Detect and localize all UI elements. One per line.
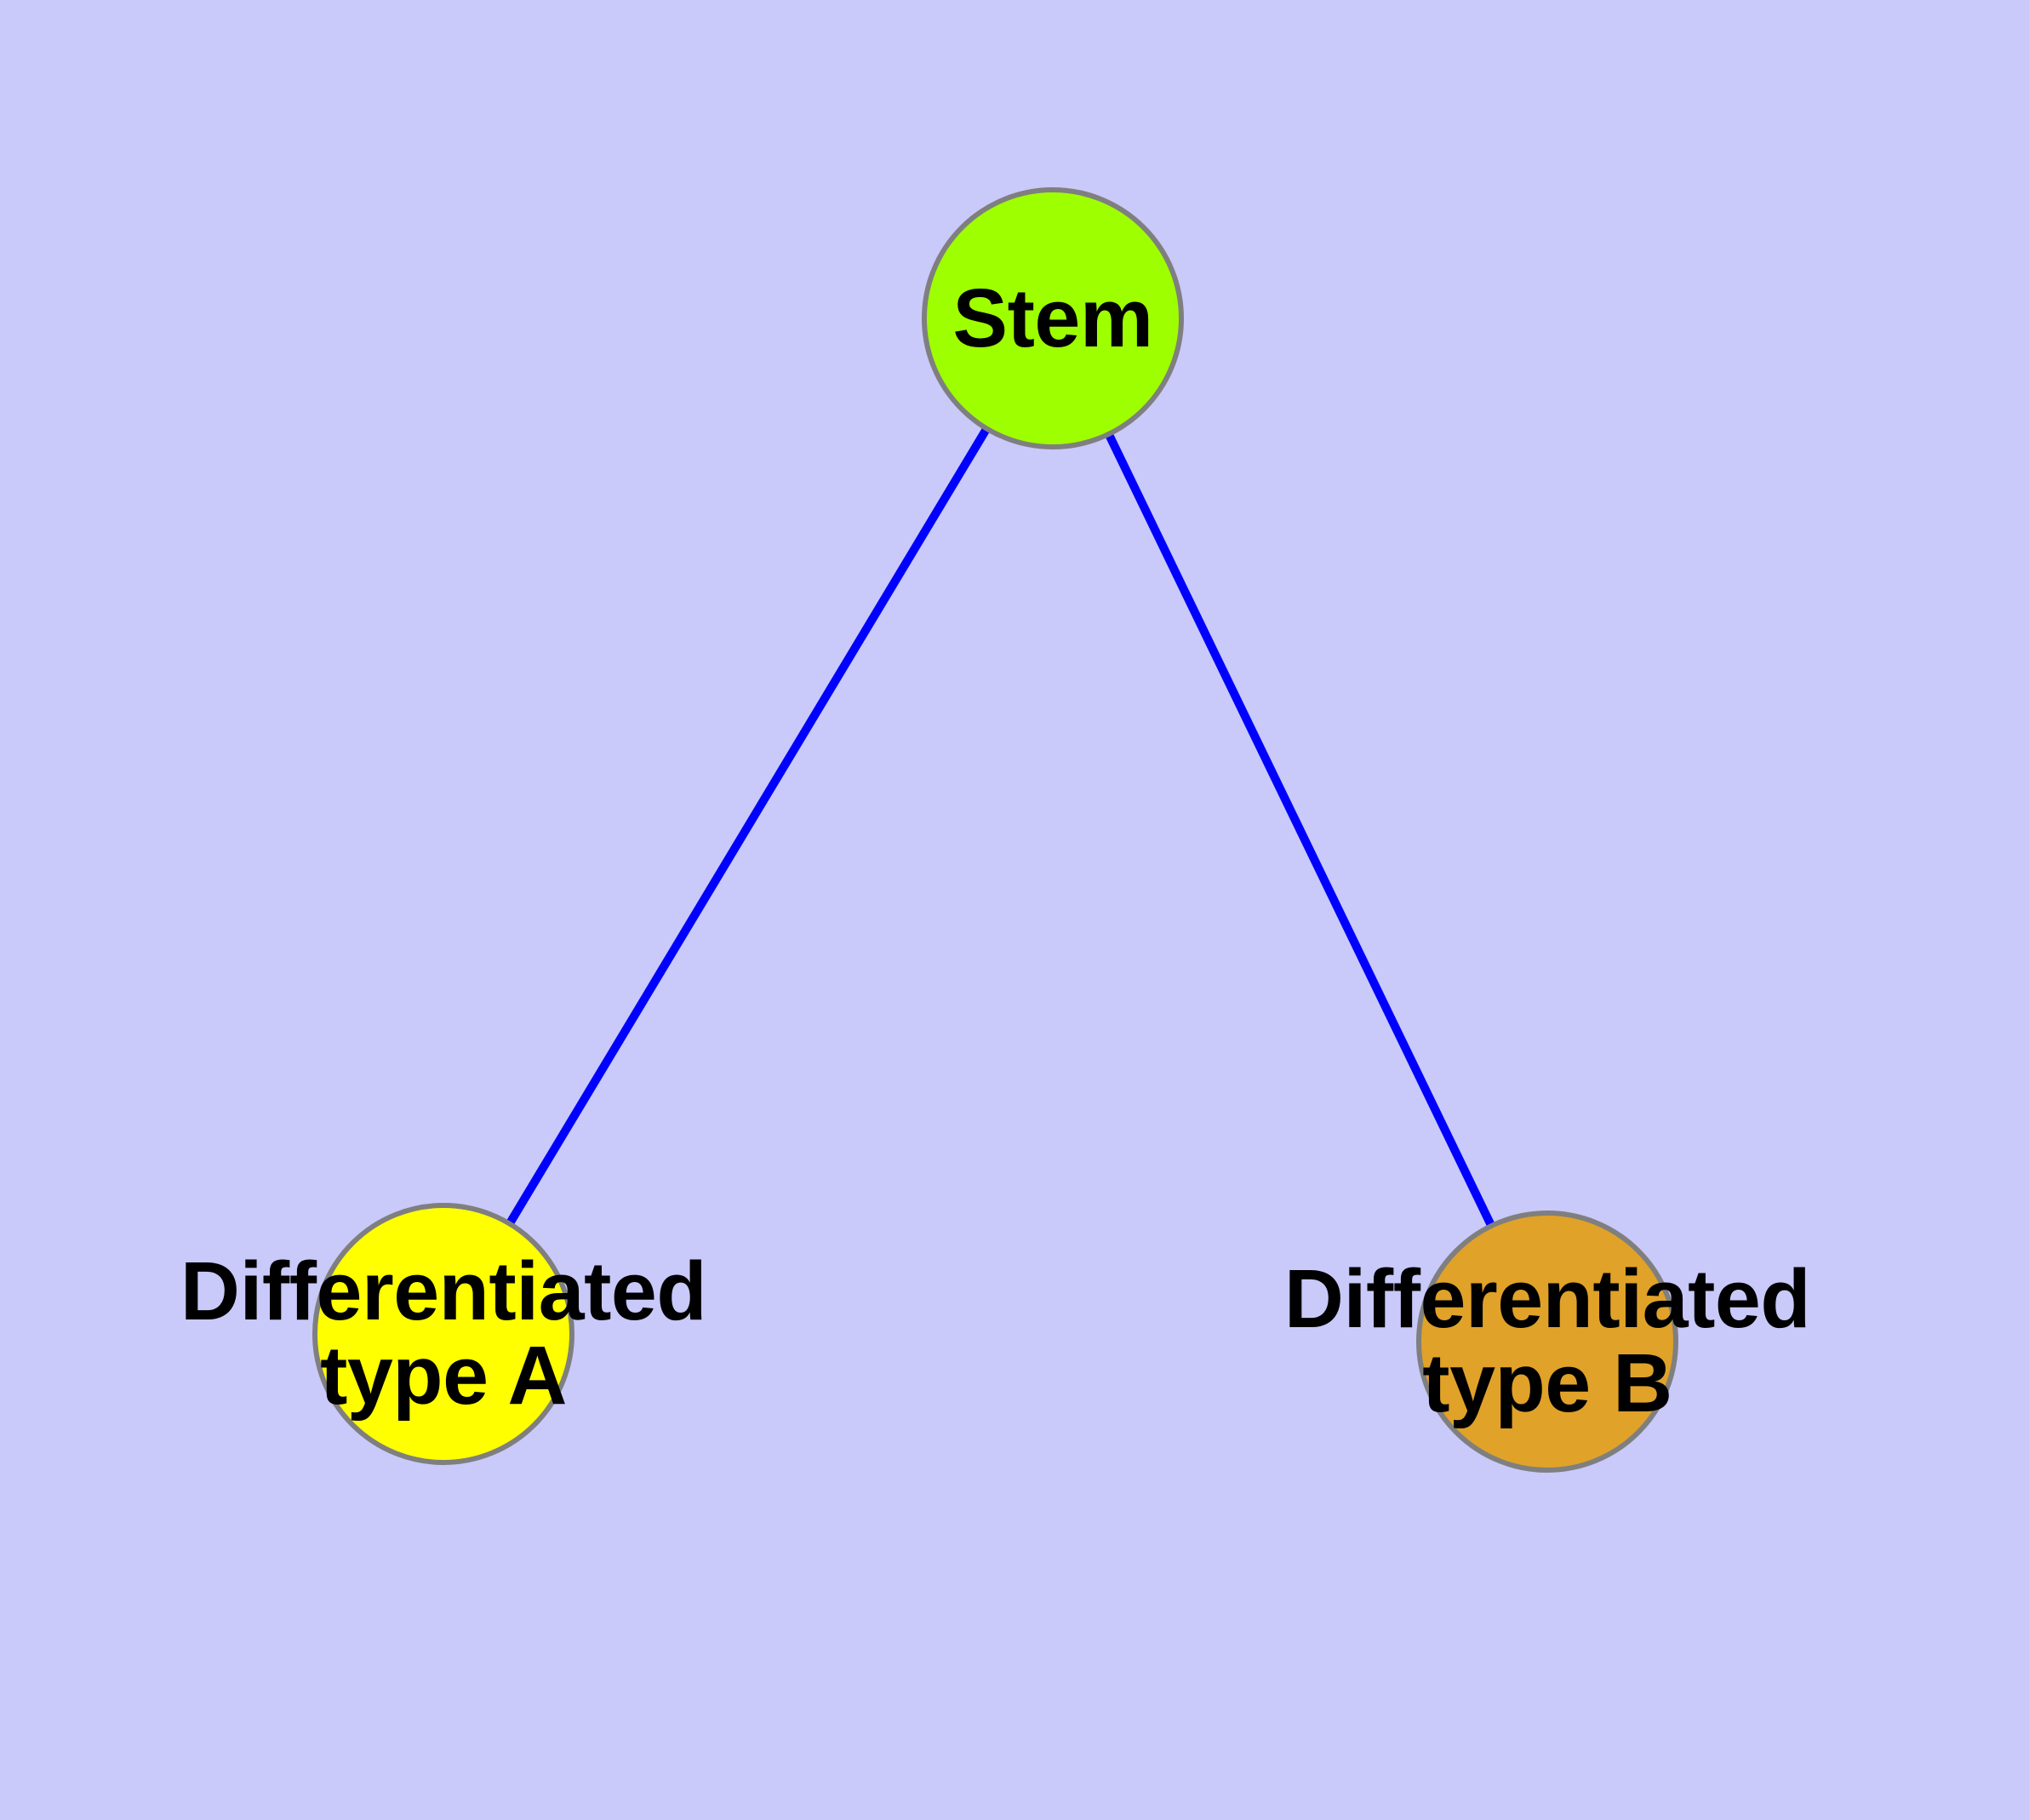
graph-edge [439,316,1057,1336]
graph-node-diff_b[interactable] [1416,1210,1678,1473]
graph-node-stem[interactable] [922,187,1184,449]
edge-layer [439,316,1552,1344]
node-layer [312,187,1678,1473]
graph-edge [1049,316,1552,1344]
graph-node-diff_a[interactable] [312,1203,574,1465]
